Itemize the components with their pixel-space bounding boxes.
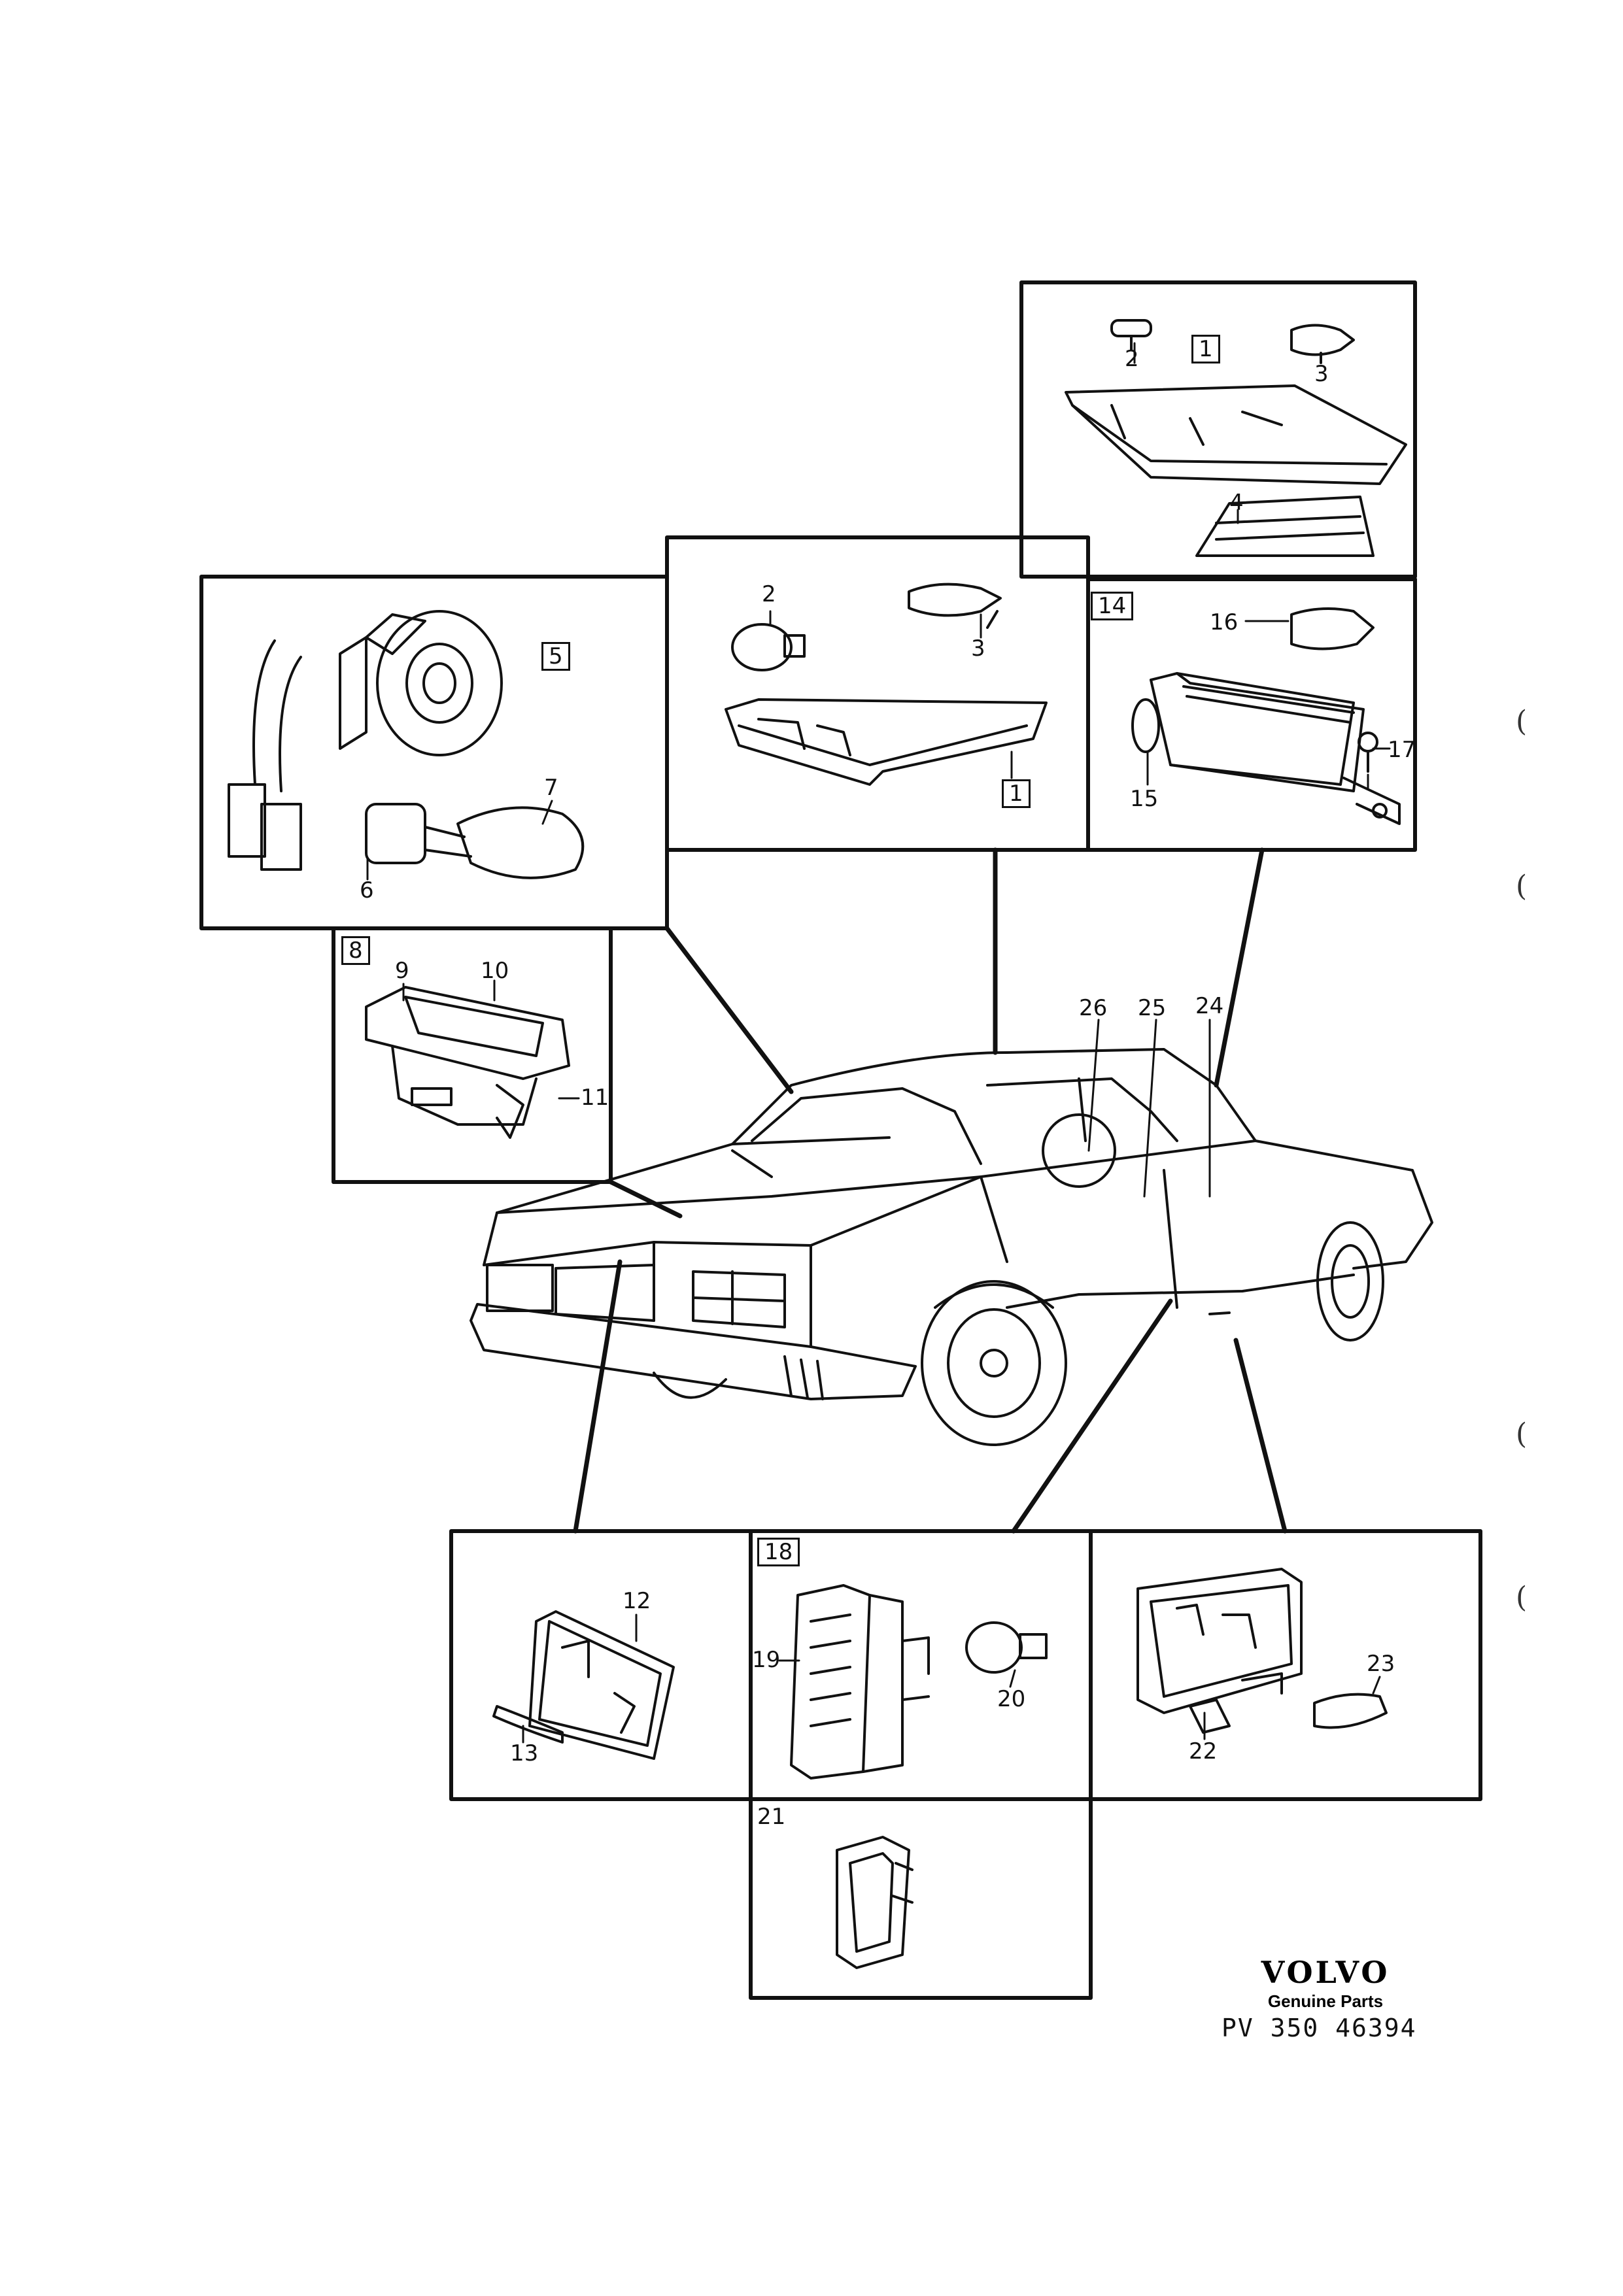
callout-1-top-right: 1 [1191,335,1220,363]
callout-19: 19 [752,1647,781,1673]
callout-25: 25 [1138,995,1167,1021]
callout-15: 15 [1130,786,1159,812]
callout-2-top-right: 2 [1125,346,1139,372]
callout-8: 8 [341,936,370,965]
door-switch-art [790,1584,1048,1780]
margin-mark: ( [1516,1417,1528,1451]
panel-bottom-left [449,1529,753,1801]
callout-1-center: 1 [1002,779,1031,808]
callout-24: 24 [1195,993,1224,1019]
socket-and-bulb-art [228,610,585,879]
panel-bottom-center [749,1529,1093,1801]
callout-leaders [366,342,1391,1744]
callout-4: 4 [1229,490,1244,516]
callout-16: 16 [1210,609,1239,635]
callout-11: 11 [581,1085,609,1111]
callout-18: 18 [757,1538,800,1566]
brand-subtitle: Genuine Parts [1267,1991,1384,2011]
panel-bottom-lower [749,1797,1093,2000]
leader-lines [573,847,1288,1534]
callout-9: 9 [395,958,409,984]
callout-22: 22 [1189,1738,1218,1764]
callout-13: 13 [510,1740,539,1766]
door-lamp-art [1136,1568,1388,1734]
glove-lamp-art [1131,607,1401,825]
license-lamp-art [492,1610,675,1760]
panel-right-lamp [1086,577,1417,852]
callout-12: 12 [623,1588,651,1614]
panel-top-right [1019,280,1417,579]
callout-21: 21 [757,1804,786,1830]
callout-17: 17 [1388,737,1416,763]
margin-mark: ( [1516,869,1528,903]
dome-lamp-housing-art [1065,319,1407,557]
callout-7: 7 [544,775,558,801]
callout-26: 26 [1079,995,1108,1021]
switch-cover-art [836,1836,914,1969]
volvo-logo: VOLVO [1261,1955,1390,1990]
callout-20: 20 [997,1686,1026,1712]
interior-lamp-art [725,582,1048,786]
panel-left-socket [199,575,669,930]
margin-mark: ( [1516,705,1528,738]
callout-2-center: 2 [762,581,776,607]
brand-block: VOLVO Genuine Parts [1250,1955,1401,2012]
callout-3-center: 3 [971,635,985,662]
callout-6: 6 [360,877,374,903]
callout-3-top-right: 3 [1314,361,1329,387]
panel-switch [332,926,613,1184]
callout-23: 23 [1367,1651,1395,1677]
car-illustration [470,1048,1433,1446]
margin-mark: ( [1516,1581,1528,1614]
callout-14: 14 [1091,592,1134,620]
part-number: PV 350 46394 [1222,2014,1417,2042]
callout-5: 5 [541,642,570,671]
callout-10: 10 [481,958,509,984]
courtesy-switch-art [365,986,570,1139]
